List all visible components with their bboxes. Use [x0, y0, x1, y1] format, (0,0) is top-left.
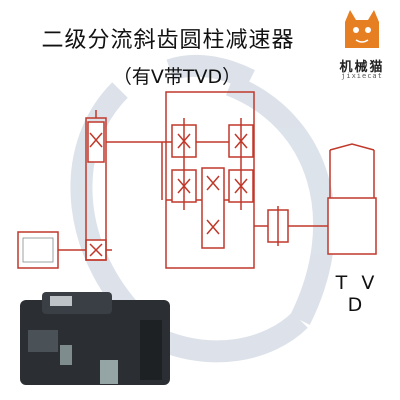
- tvd-label: T V D: [335, 272, 379, 316]
- reducer-photo-icon: [20, 292, 170, 385]
- logo-name: 机械猫: [339, 60, 385, 75]
- page-subtitle: （有V带TVD）: [112, 66, 242, 88]
- logo-sub: jixiecat: [341, 72, 383, 80]
- cat-logo-icon: [345, 10, 379, 48]
- gear-pair-right: [228, 118, 254, 210]
- page-title: 二级分流斜齿圆柱减速器: [41, 28, 295, 53]
- output-gear: [201, 167, 225, 249]
- tvd-drum: [327, 143, 377, 255]
- gear-pair-left: [171, 118, 197, 210]
- coupling: [267, 206, 289, 246]
- v-belt: [85, 110, 107, 261]
